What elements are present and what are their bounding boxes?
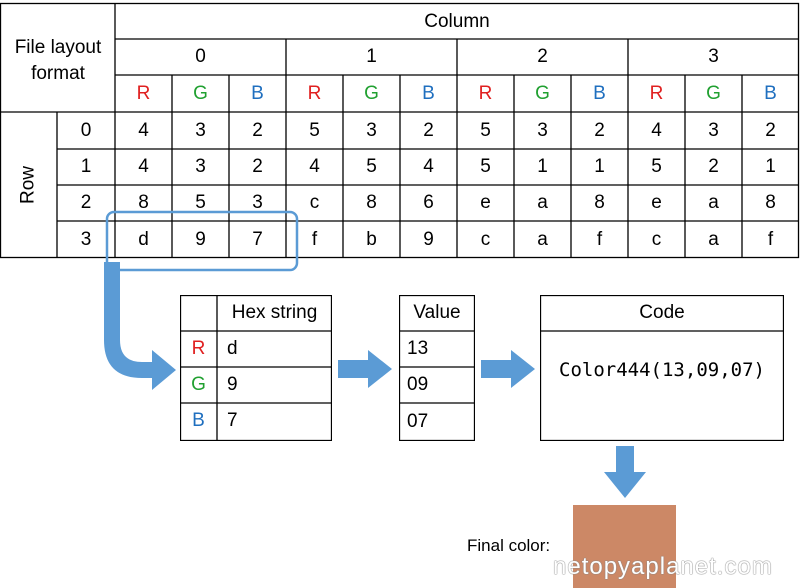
channel-header-r: R	[649, 82, 664, 104]
channel-header-g: G	[193, 82, 208, 104]
column-title: Column	[424, 10, 490, 32]
table-cell: 4	[309, 156, 320, 177]
table-cell: 2	[708, 156, 719, 177]
table-cell: 3	[537, 119, 548, 141]
file-layout-table: File layout format Column Row 0 1 2 3 R G B R G…	[0, 0, 800, 260]
table-cell: f	[596, 228, 603, 250]
table-cell: 3	[708, 119, 719, 141]
table-cell: c	[651, 228, 662, 250]
channel-header-b: B	[422, 82, 435, 104]
channel-header-r: R	[307, 82, 322, 104]
column-header-3: 3	[708, 46, 719, 67]
table-cell: d	[138, 228, 149, 250]
row-index-1: 1	[80, 156, 92, 177]
value-cell-b: 07	[407, 410, 429, 432]
channel-header-g: G	[535, 82, 550, 104]
table-cell: 4	[651, 119, 662, 141]
row-index-2: 2	[80, 192, 92, 213]
table-cell: e	[480, 192, 491, 213]
value-header: Value	[413, 302, 461, 323]
value-cell-g: 09	[407, 374, 429, 395]
hex-value-r: d	[227, 338, 238, 359]
channel-header-g: G	[364, 82, 379, 104]
hex-channel-b: B	[192, 410, 205, 431]
code-box: Code Color444(13,09,07)	[540, 295, 784, 441]
column-header-2: 2	[537, 46, 548, 67]
table-cell: 3	[252, 192, 263, 213]
table-cell: 8	[366, 192, 377, 213]
hex-channel-r: R	[191, 338, 206, 359]
table-cell: 3	[195, 119, 206, 141]
table-cell: 9	[423, 228, 434, 250]
code-text: Color444(13,09,07)	[559, 359, 765, 381]
table-cell: 3	[366, 119, 377, 141]
final-color-swatch	[573, 505, 676, 588]
table-cell: 2	[423, 119, 434, 141]
hex-value-b: 7	[227, 410, 238, 431]
table-cell: 7	[252, 228, 263, 250]
table-cell: 5	[480, 119, 491, 141]
table-cell: 4	[138, 156, 149, 177]
table-cell: 5	[366, 156, 377, 177]
row-title: Row	[17, 166, 39, 205]
table-cell: b	[366, 228, 377, 250]
arrow-to-final	[604, 446, 646, 498]
table-cell: 1	[765, 156, 776, 177]
table-cell: 5	[195, 192, 206, 213]
row-index-0: 0	[80, 119, 92, 141]
arrow-to-code	[481, 350, 535, 388]
corner-label: File layout format	[14, 37, 102, 84]
table-cell: 5	[480, 156, 491, 177]
channel-header-b: B	[764, 82, 777, 104]
table-cell: 8	[138, 192, 149, 213]
table-cell: a	[708, 192, 719, 213]
table-cell: f	[311, 228, 318, 250]
table-cell: a	[708, 228, 719, 250]
hex-header: Hex string	[231, 302, 318, 323]
table-cell: 1	[594, 156, 605, 177]
value-table: Value 13 09 07	[399, 295, 475, 441]
table-cell: 2	[252, 119, 263, 141]
table-cell: 2	[594, 119, 605, 141]
table-cell: e	[651, 192, 662, 213]
table-cell: 2	[765, 119, 776, 141]
hex-value-g: 9	[227, 374, 238, 395]
channel-header-r: R	[136, 82, 151, 104]
table-cell: f	[767, 228, 774, 250]
table-cell: 8	[765, 192, 776, 213]
table-cell: 1	[537, 156, 548, 177]
final-color-label: Final color:	[467, 536, 551, 555]
table-cell: 6	[423, 192, 434, 213]
table-cell: 9	[195, 228, 206, 250]
channel-header-b: B	[593, 82, 606, 104]
curved-arrow	[104, 262, 176, 390]
table-cell: c	[480, 228, 491, 250]
table-cell: 5	[309, 119, 320, 141]
row-index-3: 3	[80, 228, 92, 250]
table-cell: a	[537, 228, 548, 250]
table-cell: 3	[195, 156, 206, 177]
selection-highlight	[105, 210, 299, 272]
table-cell: 5	[651, 156, 662, 177]
table-cell: 4	[423, 156, 434, 177]
table-cell: c	[309, 192, 320, 213]
table-cell: a	[537, 192, 548, 213]
channel-header-r: R	[478, 82, 493, 104]
channel-header-b: B	[251, 82, 264, 104]
table-cell: 2	[252, 156, 263, 177]
table-cell: 8	[594, 192, 605, 213]
column-header-1: 1	[366, 46, 377, 67]
arrow-to-value	[338, 350, 392, 388]
watermark: netopyaplanet.com	[553, 553, 773, 580]
table-cell: 4	[138, 119, 149, 141]
value-cell-r: 13	[407, 338, 429, 359]
table-grid	[0, 2, 800, 259]
channel-header-g: G	[706, 82, 721, 104]
code-header: Code	[639, 302, 685, 323]
column-header-0: 0	[195, 46, 206, 67]
hex-channel-g: G	[191, 374, 206, 395]
